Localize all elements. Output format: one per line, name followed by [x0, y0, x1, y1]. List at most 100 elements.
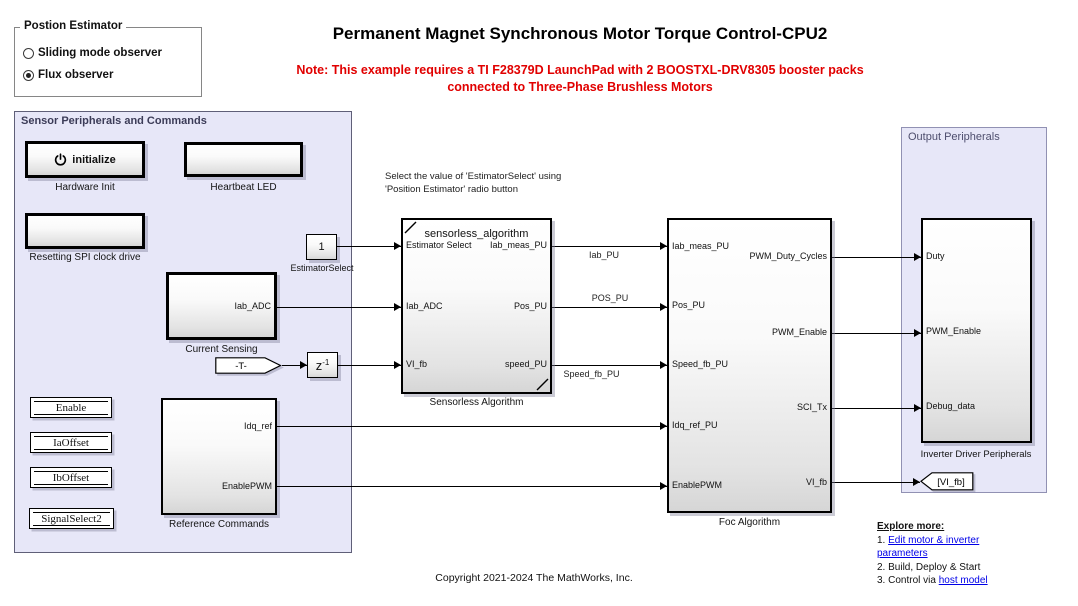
from-tag-label: -T-	[235, 361, 247, 372]
model-note-line1: Note: This example requires a TI F28379D…	[296, 63, 864, 77]
output-peripherals-title: Output Peripherals	[908, 131, 1000, 143]
heartbeat-led-block[interactable]	[184, 142, 303, 177]
port-iab-meas-pu-out: Iab_meas_PU	[489, 240, 547, 250]
constant-value: 1	[318, 241, 325, 253]
explore-item-1-prefix: 1.	[877, 534, 889, 546]
foc-caption: Foc Algorithm	[718, 517, 781, 528]
goto-tag-label: [VI_fb]	[937, 477, 964, 488]
sensorless-caption: Sensorless Algorithm	[429, 397, 524, 408]
sensor-peripherals-title: Sensor Peripherals and Commands	[21, 115, 207, 127]
host-model-link[interactable]: host model	[938, 575, 988, 586]
foc-algorithm-block[interactable]: Iab_meas_PU Pos_PU Speed_fb_PU Idq_ref_P…	[667, 218, 832, 513]
explore-item-2: 2. Build, Deploy & Start	[877, 561, 981, 573]
data-store-enable[interactable]: Enable	[30, 397, 112, 418]
hardware-init-button-label: initialize	[72, 153, 116, 166]
wire-from-tag-to-delay[interactable]	[282, 360, 307, 371]
port-enablepwm-out: EnablePWM	[221, 481, 272, 491]
goto-tag-vi-fb[interactable]: [VI_fb]	[920, 472, 974, 491]
explore-item-3: 3. Control via host model	[877, 574, 1019, 588]
radio-sliding-mode-observer[interactable]: Sliding mode observer	[23, 47, 162, 59]
hardware-init-caption: Hardware Init	[55, 182, 115, 193]
port-duty-in: Duty	[926, 251, 945, 261]
port-pwm-enable-in: PWM_Enable	[926, 326, 982, 336]
data-store-label: IbOffset	[34, 470, 108, 485]
port-vi-fb-in: VI_fb	[406, 359, 428, 369]
hardware-init-block[interactable]: initialize	[25, 141, 145, 178]
wire-vi-fb-out[interactable]	[832, 477, 920, 488]
model-title: Permanent Magnet Synchronous Motor Torqu…	[332, 24, 828, 43]
sensor-peripherals-area: Sensor Peripherals and Commands initiali…	[14, 111, 354, 553]
position-estimator-panel: Postion Estimator Sliding mode observer …	[14, 20, 202, 97]
wire-pos-pu[interactable]	[552, 302, 667, 313]
port-pos-pu-out: Pos_PU	[513, 301, 547, 311]
wire-idq-ref[interactable]	[277, 421, 667, 432]
wire-sci-tx[interactable]	[832, 403, 921, 414]
reference-commands-block[interactable]: Idq_ref EnablePWM	[161, 398, 277, 515]
port-sci-tx-out: SCI_Tx	[796, 402, 827, 412]
port-iab-adc-out: Iab_ADC	[234, 301, 271, 311]
signal-label-iab-pu: Iab_PU	[588, 250, 620, 260]
port-pwm-enable-out: PWM_Enable	[771, 327, 827, 337]
estimator-select-caption: EstimatorSelect	[290, 263, 354, 273]
wire-estimator-select[interactable]	[337, 241, 401, 252]
port-idq-ref-pu-in: Idq_ref_PU	[672, 420, 718, 430]
port-enablepwm-in: EnablePWM	[672, 480, 723, 490]
current-sensing-caption: Current Sensing	[185, 344, 258, 355]
spi-clock-caption: Resetting SPI clock drive	[29, 252, 141, 263]
wire-iab-adc[interactable]	[277, 302, 401, 313]
from-tag-T[interactable]: -T-	[215, 357, 282, 374]
port-speed-pu-out: speed_PU	[504, 359, 547, 369]
wire-speed-fb-pu[interactable]	[552, 360, 667, 371]
wire-enablepwm[interactable]	[277, 481, 667, 492]
output-peripherals-area: Output Peripherals Duty PWM_Enable Debug…	[901, 127, 1047, 493]
port-iab-meas-pu-in: Iab_meas_PU	[672, 241, 730, 251]
explore-item-3-prefix: 3. Control via	[877, 575, 939, 586]
data-store-label: Enable	[34, 400, 108, 415]
data-store-label: SignalSelect2	[33, 511, 110, 526]
current-sensing-block[interactable]: Iab_ADC	[166, 272, 277, 340]
model-reference-corner-icon	[536, 378, 549, 391]
port-speed-fb-pu-in: Speed_fb_PU	[672, 359, 729, 369]
radio-icon	[23, 47, 34, 59]
unit-delay-exponent: -1	[322, 357, 330, 367]
radio-flux-observer[interactable]: Flux observer	[23, 69, 113, 81]
wire-delay-to-vi-fb[interactable]	[338, 360, 401, 371]
port-debug-data-in: Debug_data	[926, 401, 976, 411]
position-estimator-title: Postion Estimator	[20, 20, 127, 32]
power-icon	[55, 153, 67, 166]
spi-clock-block[interactable]	[25, 213, 145, 249]
radio-label: Sliding mode observer	[38, 47, 162, 59]
signal-label-pos-pu: POS_PU	[591, 293, 629, 303]
model-note: Note: This example requires a TI F28379D…	[230, 62, 930, 96]
explore-item-1: 1. Edit motor & inverter parameters	[877, 534, 1019, 561]
port-pos-pu-in: Pos_PU	[672, 300, 706, 310]
data-store-signalselect2[interactable]: SignalSelect2	[29, 508, 114, 529]
estimator-select-annotation: Select the value of 'EstimatorSelect' us…	[385, 171, 562, 195]
inverter-driver-block[interactable]: Duty PWM_Enable Debug_data	[921, 218, 1032, 443]
model-note-line2: connected to Three-Phase Brushless Motor…	[447, 80, 713, 94]
port-iab-adc-in: Iab_ADC	[406, 301, 443, 311]
wire-pwm-enable[interactable]	[832, 328, 921, 339]
data-store-iboffset[interactable]: IbOffset	[30, 467, 112, 488]
edit-motor-inverter-parameters-link[interactable]: Edit motor & inverter parameters	[877, 534, 980, 560]
radio-label: Flux observer	[38, 69, 114, 81]
wire-pwm-duty-cycles[interactable]	[832, 252, 921, 263]
signal-label-speed-fb-pu: Speed_fb_PU	[563, 369, 620, 379]
wire-iab-pu[interactable]	[552, 241, 667, 252]
unit-delay-block[interactable]: z-1	[307, 352, 338, 378]
sensorless-algorithm-block[interactable]: sensorless_algorithm Estimator Select Ia…	[401, 218, 552, 394]
inverter-driver-caption: Inverter Driver Peripherals	[920, 449, 1032, 460]
data-store-iaoffset[interactable]: IaOffset	[30, 432, 112, 453]
radio-icon	[23, 69, 34, 81]
reference-commands-caption: Reference Commands	[168, 519, 270, 530]
port-idq-ref-out: Idq_ref	[243, 421, 272, 431]
heartbeat-led-caption: Heartbeat LED	[210, 182, 277, 193]
port-vi-fb-out-label: VI_fb	[805, 477, 827, 487]
estimator-select-constant[interactable]: 1	[306, 234, 337, 260]
data-store-label: IaOffset	[34, 435, 108, 450]
copyright-text: Copyright 2021-2024 The MathWorks, Inc.	[435, 572, 633, 584]
sensorless-inner-title: sensorless_algorithm	[424, 228, 529, 240]
unit-delay-base: z	[315, 357, 323, 373]
port-estimator-select-in: Estimator Select	[406, 240, 472, 250]
